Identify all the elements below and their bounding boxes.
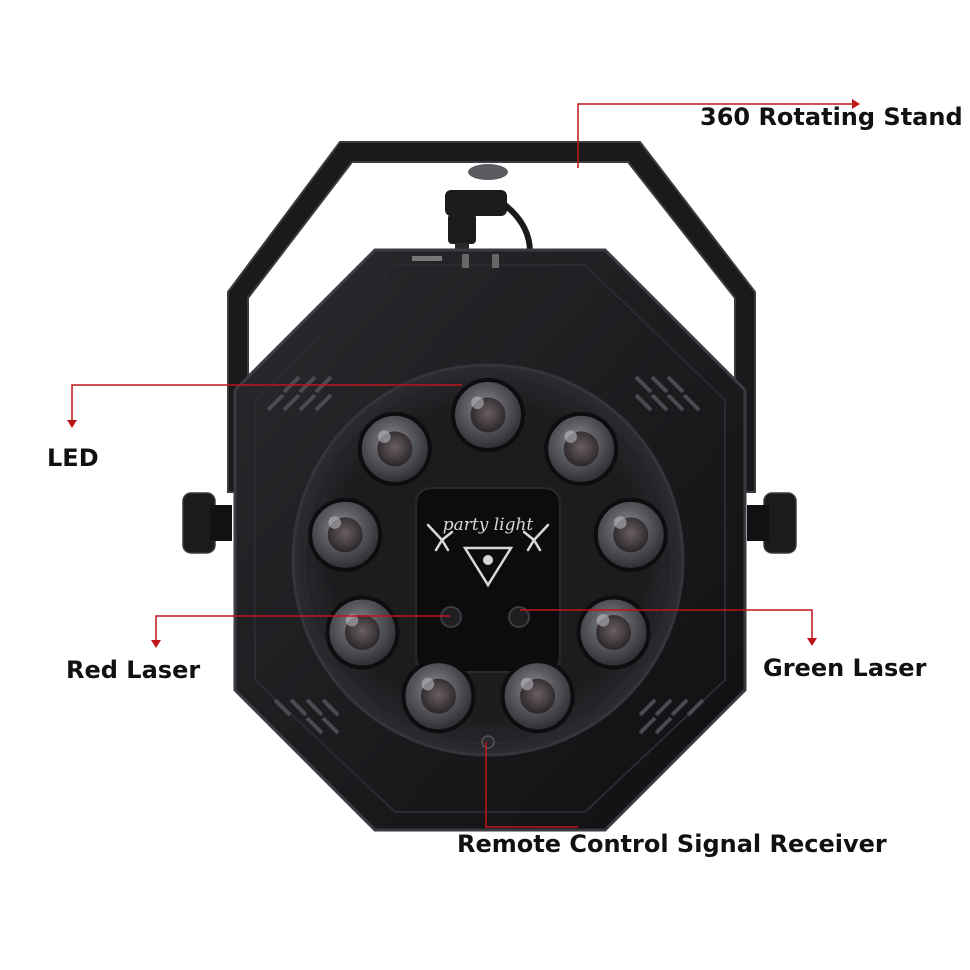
remote-receiver-dot [481,735,495,749]
label-remote-control-signal-receiver: Remote Control Signal Receiver [457,830,887,858]
remote-leader-line [485,742,578,828]
stand-arrowhead [852,99,860,109]
led-lens [576,595,651,670]
green-laser-aperture [508,606,530,628]
led-lens [325,595,400,670]
right-knob [747,492,797,554]
rotating-stand-bracket [227,141,756,493]
green-laser-leader-line [520,609,813,638]
left-knob [182,492,232,554]
stand-leader-line [577,103,852,168]
red-laser-leader-line [155,615,450,640]
green-laser-arrowhead [807,638,817,646]
led-lens [308,497,383,572]
label-red-laser: Red Laser [66,656,201,684]
led-array [308,378,668,734]
panel-brand-text: party light [443,515,534,535]
led-lens [544,411,619,486]
red-laser-aperture [440,606,462,628]
led-arrowhead [67,420,77,428]
led-lens [500,659,575,734]
label-led: LED [47,444,99,472]
label-360-rotating-stand: 360 Rotating Stand [700,103,963,131]
power-plug [445,190,533,257]
led-lens [451,378,525,452]
led-lens [357,411,432,486]
laser-warning-icon [462,546,514,588]
led-leader-line [71,384,462,420]
led-lens [401,659,476,734]
led-lens [593,497,668,572]
red-laser-arrowhead [151,640,161,648]
label-green-laser: Green Laser [763,654,927,682]
